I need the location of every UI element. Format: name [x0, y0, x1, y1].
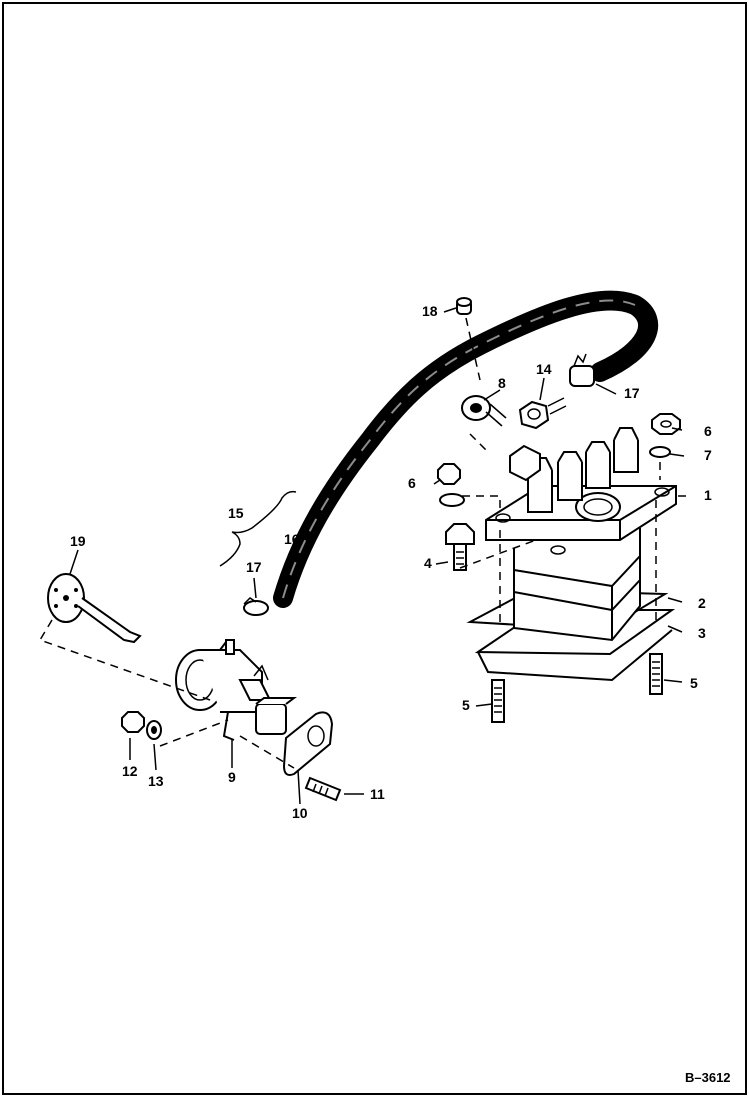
callout-15: 15	[228, 505, 244, 521]
callout-18: 18	[422, 303, 438, 319]
stud-left	[491, 679, 505, 723]
callout-19: 19	[70, 533, 86, 549]
callout-1: 1	[704, 487, 712, 503]
figure-id: B–3612	[685, 1070, 731, 1085]
callout-7: 7	[704, 447, 712, 463]
callout-6-right: 6	[704, 423, 712, 439]
callout-2: 2	[698, 595, 706, 611]
fuel-hose	[273, 290, 659, 608]
bracket-15	[219, 490, 297, 567]
nut-top-right	[651, 413, 681, 435]
callout-14: 14	[536, 361, 552, 377]
hose-clamp-top	[569, 353, 595, 387]
callout-17-lower: 17	[246, 559, 262, 575]
callout-3: 3	[698, 625, 706, 641]
fuel-pump	[175, 639, 297, 741]
callout-16: 16	[284, 531, 300, 547]
callout-labels: 18 8 14 17 6 7 1 6 15 16 4 2 3 19 17 5 5…	[70, 303, 712, 821]
callout-13: 13	[148, 773, 164, 789]
fitting-nut	[518, 397, 567, 430]
callout-12: 12	[122, 763, 138, 779]
bolt	[445, 523, 475, 571]
nut-left	[437, 463, 461, 485]
stud-right	[649, 653, 663, 695]
pump-nut	[121, 711, 145, 733]
pump-stud	[304, 776, 342, 802]
callout-5-right: 5	[690, 675, 698, 691]
pump-gasket	[282, 711, 334, 776]
callout-5-left: 5	[462, 697, 470, 713]
callout-8: 8	[498, 375, 506, 391]
callout-9: 9	[228, 769, 236, 785]
callout-4: 4	[424, 555, 432, 571]
callout-17-top: 17	[624, 385, 640, 401]
washer-top-right	[649, 446, 671, 458]
hose-clamp-lower	[243, 597, 269, 616]
banjo-fitting	[461, 395, 507, 427]
callout-11: 11	[370, 786, 385, 802]
push-rod	[47, 573, 142, 644]
callout-10: 10	[292, 805, 308, 821]
cap	[456, 297, 472, 315]
callout-6-left: 6	[408, 475, 416, 491]
injection-pump	[466, 427, 677, 682]
washer-left	[439, 493, 465, 507]
